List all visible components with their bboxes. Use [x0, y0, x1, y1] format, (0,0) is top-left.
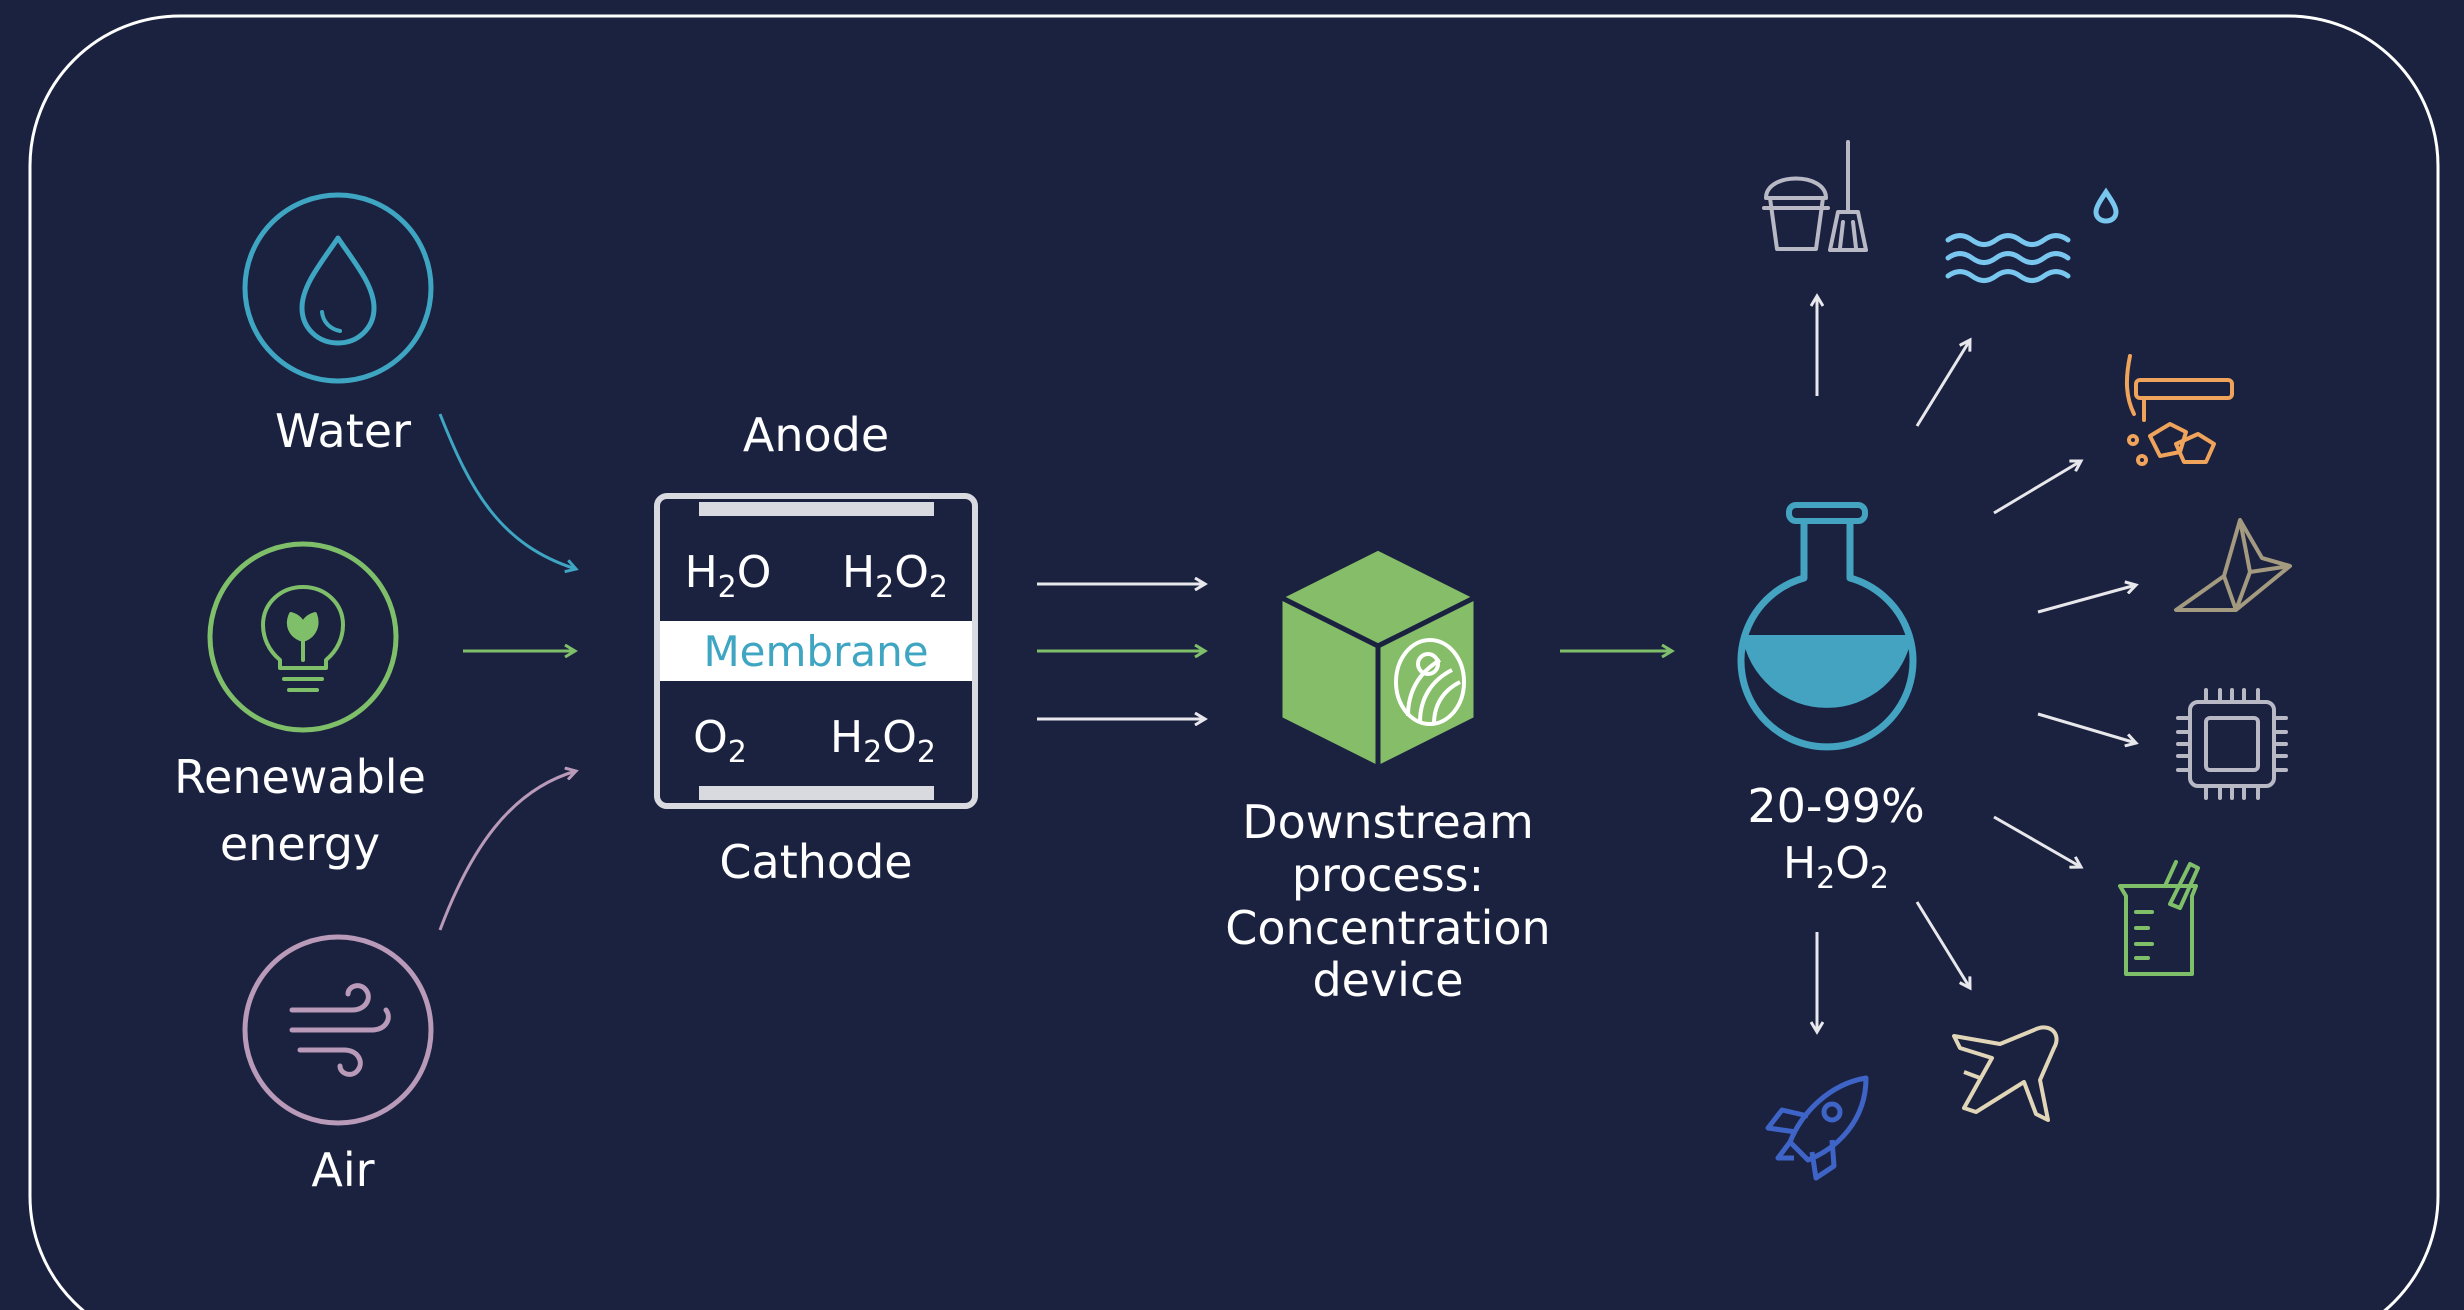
- fan-arrow-airplane: [1915, 901, 1970, 988]
- cathode-left-formula: O2: [693, 712, 747, 770]
- rocket-icon: [1765, 1075, 1869, 1181]
- anode-right-formula: H2O2: [842, 547, 948, 605]
- membrane-band: [660, 621, 972, 681]
- cube-logo-icon: [1277, 545, 1479, 771]
- energy-label-line2: energy: [220, 817, 380, 871]
- anode-plate: [699, 502, 934, 516]
- wind-icon: [289, 983, 391, 1077]
- energy-input: Renewable energy: [174, 541, 426, 871]
- water-label: Water: [275, 404, 411, 458]
- cathode-right-formula: H2O2: [830, 712, 936, 770]
- electrolysis-cell: Anode Membrane H2O H2O2 O2 H2O2 Cathode: [654, 408, 978, 889]
- anode-label: Anode: [743, 408, 889, 462]
- cleaning-bucket-broom-icon: [1762, 140, 1868, 252]
- cell-frame: [654, 493, 978, 809]
- fan-arrow-beaker: [1993, 815, 2081, 867]
- fan-arrow-water: [1915, 340, 1970, 427]
- water-circle: [242, 192, 434, 384]
- lightbulb-leaf-icon: [261, 585, 345, 692]
- mining-pickaxe-icon: [2124, 354, 2234, 466]
- flask-icon: [1737, 502, 1917, 751]
- water-input: Water: [242, 192, 434, 458]
- cathode-label: Cathode: [719, 835, 912, 889]
- fan-arrow-paper: [2037, 585, 2136, 614]
- air-input: Air: [242, 934, 434, 1197]
- droplet-shine: [320, 310, 342, 333]
- microchip-icon: [2176, 688, 2288, 800]
- outer-frame: [28, 14, 2440, 1310]
- anode-left-formula: H2O: [685, 547, 772, 605]
- air-label: Air: [311, 1143, 374, 1197]
- process-line3: Concentration: [1225, 901, 1550, 955]
- energy-label-line1: Renewable: [174, 750, 426, 804]
- product-percent: 20-99%: [1747, 779, 1924, 833]
- product-formula: H2O2: [1783, 838, 1889, 896]
- paper-origami-icon: [2174, 518, 2292, 612]
- process-line4: device: [1312, 953, 1463, 1007]
- process-label: Downstream process: Concentration device: [1225, 795, 1550, 1007]
- process-line1: Downstream: [1242, 795, 1534, 849]
- droplet-icon: [299, 235, 377, 346]
- membrane-label: Membrane: [703, 627, 928, 676]
- fan-arrow-chip: [2037, 712, 2136, 743]
- water-drop-small-icon: [2093, 187, 2119, 224]
- water-treatment-waves-icon: [1945, 187, 2119, 283]
- airplane-icon: [1952, 1025, 2059, 1122]
- process-line2: process:: [1292, 848, 1484, 902]
- water-arrow: [438, 413, 576, 569]
- chemical-beaker-icon: [2118, 860, 2200, 976]
- energy-circle: [207, 541, 399, 733]
- air-arrow: [438, 771, 576, 931]
- air-circle: [242, 934, 434, 1126]
- cathode-plate: [699, 786, 934, 800]
- fan-arrow-mining: [1993, 461, 2081, 515]
